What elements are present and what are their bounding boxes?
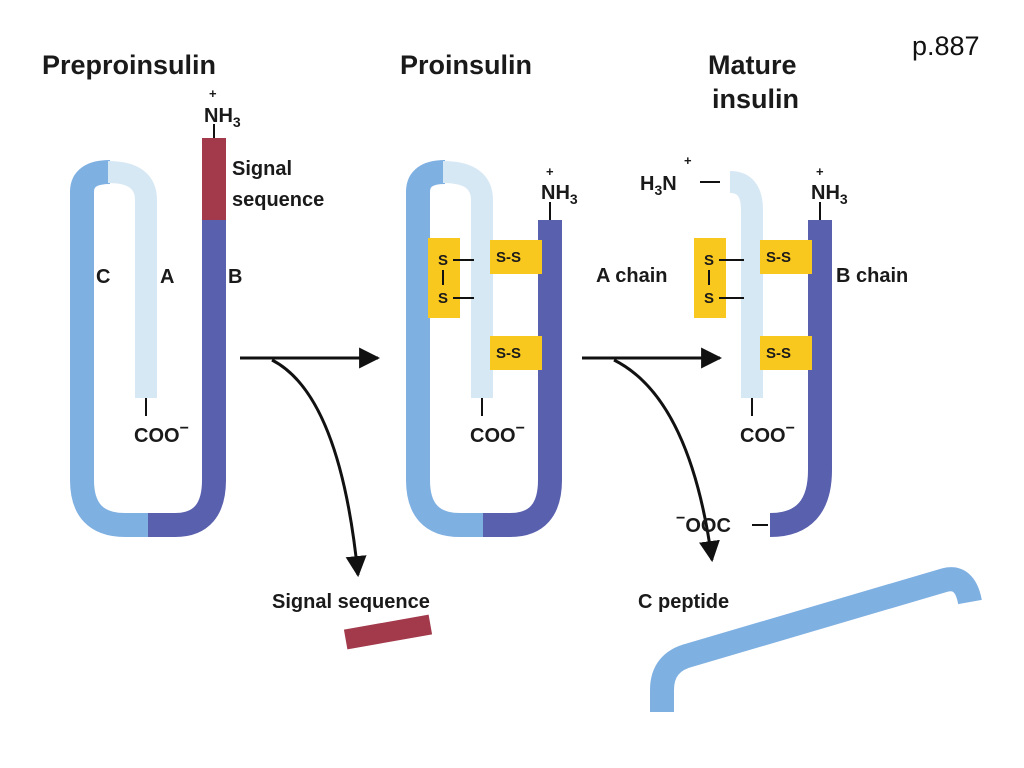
c-segment-label: C [96,266,110,288]
mature-insulin-panel: Mature insulin H3N + + NH3 A chain B cha… [596,50,908,537]
interchain-disulfide-1: S-S [766,249,791,266]
proinsulin-title: Proinsulin [400,50,532,80]
sulfur-atom: S [704,290,714,307]
c-to-a-turn [70,160,111,194]
b-chain-label: B chain [836,265,908,287]
c-peptide-segment [70,190,150,537]
interchain-disulfide-1: S-S [496,249,521,266]
a-chain-segment [107,161,157,398]
interchain-disulfide-2: S-S [766,345,791,362]
n-terminus-label: NH3 [541,182,578,207]
sulfur-atom: S [438,252,448,269]
c-peptide-loop [406,190,485,537]
b-chain-nh3-charge: + [816,164,824,179]
release-arrow [271,358,367,578]
b-chain-segment [769,220,832,537]
n-terminus-label: NH3 [204,105,241,130]
c-peptide-segment [406,160,446,194]
b-chain-segment [483,220,562,537]
a-chain-n-terminus-label: H3N [640,173,677,198]
released-signal-sequence-label: Signal sequence [272,591,430,613]
c-terminus-label: COO− [134,420,189,447]
interchain-disulfide-box-1 [760,240,812,274]
nh3-charge: + [546,164,554,179]
preproinsulin-panel: Preproinsulin + NH3 Signal sequence C A … [42,50,324,537]
preproinsulin-title: Preproinsulin [42,50,216,80]
a-segment-label: A [160,266,174,288]
cleavage-arrow-2 [582,347,723,563]
mature-insulin-title-line2: insulin [712,84,799,114]
a-chain-c-terminus-label: COO− [740,420,795,447]
interchain-disulfide-box-1 [490,240,542,274]
c-terminus-label: COO− [470,420,525,447]
signal-sequence-segment [202,138,226,220]
a-chain-label: A chain [596,265,668,287]
a-chain-segment [729,171,763,398]
nh3-charge: + [209,86,217,101]
released-c-peptide [650,567,982,712]
cleavage-arrow-1 [240,347,381,578]
b-chain-c-terminus-label: −OOC [676,510,731,537]
release-arrow [613,358,720,563]
proinsulin-panel: Proinsulin + NH3 S S S-S S-S COO− [400,50,578,537]
mature-insulin-title-line1: Mature [708,50,797,80]
b-segment-label: B [228,266,242,288]
b-chain-segment [148,220,226,537]
released-c-peptide-label: C peptide [638,591,729,613]
interchain-disulfide-2: S-S [496,345,521,362]
interchain-disulfide-box-2 [490,336,542,370]
sequence-label: sequence [232,189,324,211]
sulfur-atom: S [704,252,714,269]
page-reference: p.887 [912,31,980,61]
released-signal-sequence [343,614,433,650]
b-chain-n-terminus-label: NH3 [811,182,848,207]
a-chain-segment [442,161,493,398]
interchain-disulfide-box-2 [760,336,812,370]
signal-label: Signal [232,158,292,180]
a-chain-nh3-charge: + [684,153,692,168]
sulfur-atom: S [438,290,448,307]
